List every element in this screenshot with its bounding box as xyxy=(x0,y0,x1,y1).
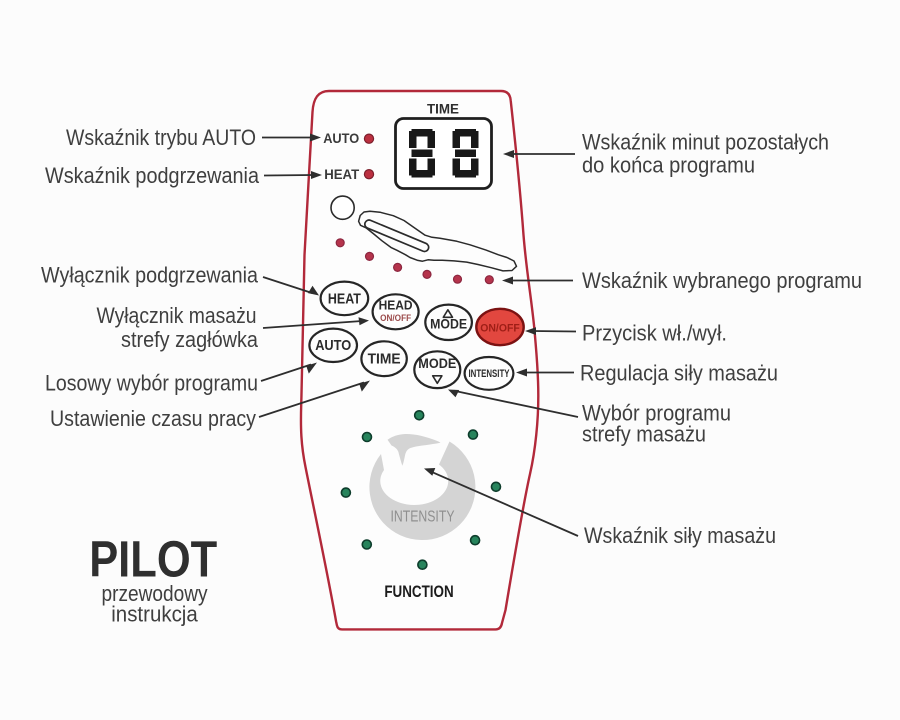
svg-text:Ustawienie czasu pracy: Ustawienie czasu pracy xyxy=(50,406,256,431)
svg-text:Wskaźnik minut pozostałych: Wskaźnik minut pozostałych xyxy=(582,130,829,155)
svg-text:Wskaźnik podgrzewania: Wskaźnik podgrzewania xyxy=(45,163,260,188)
svg-text:INTENSITY: INTENSITY xyxy=(391,509,455,526)
svg-text:przewodowy: przewodowy xyxy=(102,581,208,606)
svg-text:MODE: MODE xyxy=(418,356,456,371)
svg-text:instrukcja: instrukcja xyxy=(111,602,198,627)
svg-text:ON/OFF: ON/OFF xyxy=(380,313,411,323)
svg-text:TIME: TIME xyxy=(427,101,459,117)
svg-text:TIME: TIME xyxy=(368,351,401,368)
svg-text:AUTO: AUTO xyxy=(323,130,359,146)
svg-text:FUNCTION: FUNCTION xyxy=(384,582,453,601)
svg-text:Wyłącznik podgrzewania: Wyłącznik podgrzewania xyxy=(41,263,259,288)
svg-text:HEAD: HEAD xyxy=(379,298,413,313)
svg-text:PILOT: PILOT xyxy=(89,531,217,588)
svg-text:Wskaźnik wybranego programu: Wskaźnik wybranego programu xyxy=(582,268,862,293)
svg-text:Wskaźnik siły masażu: Wskaźnik siły masażu xyxy=(584,523,776,548)
svg-text:do końca programu: do końca programu xyxy=(582,153,755,178)
svg-text:AUTO: AUTO xyxy=(315,337,351,354)
svg-text:HEAT: HEAT xyxy=(328,290,361,307)
svg-text:INTENSITY: INTENSITY xyxy=(469,368,510,380)
svg-text:Wskaźnik trybu AUTO: Wskaźnik trybu AUTO xyxy=(66,125,256,150)
svg-text:ON/OFF: ON/OFF xyxy=(480,322,520,334)
svg-text:MODE: MODE xyxy=(430,316,467,331)
svg-text:HEAT: HEAT xyxy=(324,166,359,182)
svg-text:Regulacja siły masażu: Regulacja siły masażu xyxy=(580,361,778,386)
svg-text:Przycisk wł./wył.: Przycisk wł./wył. xyxy=(582,321,727,346)
svg-text:Wybór programu: Wybór programu xyxy=(582,401,731,426)
svg-text:strefy zagłówka: strefy zagłówka xyxy=(121,327,259,352)
svg-text:Wyłącznik masażu: Wyłącznik masażu xyxy=(97,303,257,328)
svg-text:Losowy wybór programu: Losowy wybór programu xyxy=(45,371,258,396)
svg-text:strefy masażu: strefy masażu xyxy=(582,422,706,447)
